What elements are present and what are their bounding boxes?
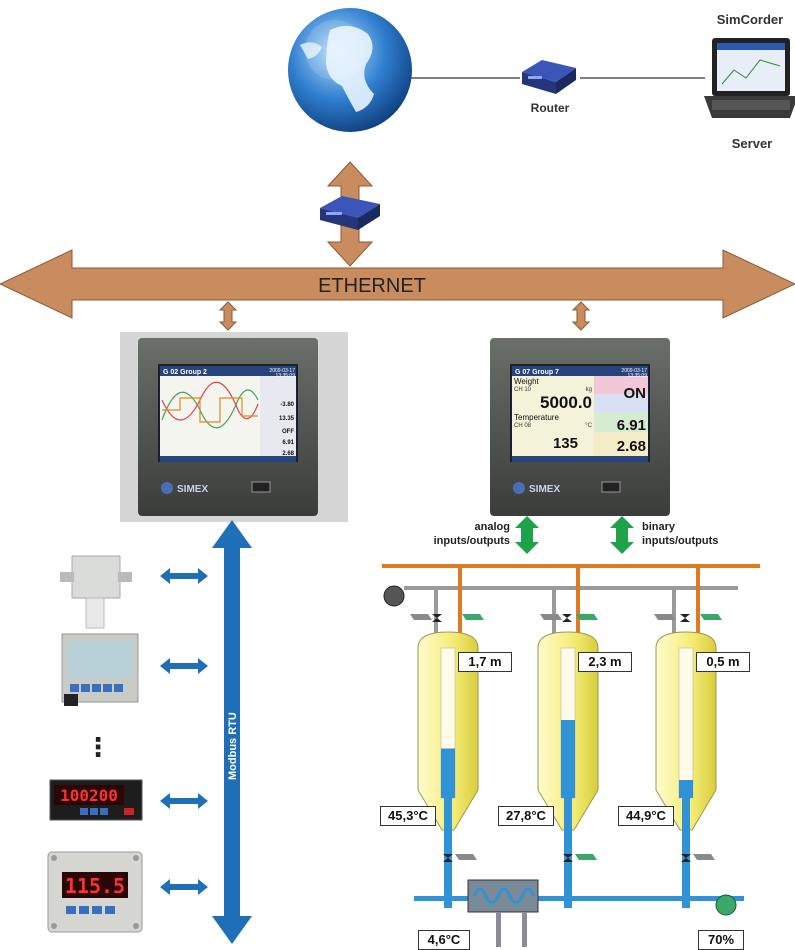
recorder1-header: G 02 Group 2 — [163, 369, 207, 376]
recorder2-ch1-unit: kg — [586, 387, 592, 393]
simcorder-label: SimCorder — [717, 12, 783, 27]
heat-exchanger-icon — [467, 879, 539, 947]
recorder1-time: 13:35:09 — [276, 373, 296, 379]
box-meter-display: 115.5 — [65, 874, 125, 898]
recorder2-ch3-name: Temperature — [514, 413, 559, 422]
device1-arrow — [160, 568, 208, 584]
device4-arrow — [160, 879, 208, 895]
more-devices-ellipsis: ⋮ — [85, 733, 111, 763]
pump-icon — [383, 585, 405, 607]
recorder1-value-3: OFF — [282, 429, 294, 435]
tank-2-liquid — [561, 720, 575, 798]
modbus-rtu-bus-arrow — [212, 520, 252, 944]
outlet-valves — [443, 854, 691, 862]
tank-1-temp-box: 45,3°C — [380, 806, 436, 826]
tank-2-level-box: 2,3 m — [578, 652, 632, 672]
device2-arrow — [160, 658, 208, 674]
usb-port-icon — [251, 481, 271, 493]
recorder-1: G 02 Group 2 2009-03-17 13:35:09 -3.80 1… — [120, 332, 348, 522]
ethernet-label: ETHERNET — [318, 275, 426, 297]
recorder2-ch5-value: 2.68 — [617, 438, 646, 455]
recorder1-value-5: 2.68 — [282, 451, 294, 457]
output-percent-box: 70% — [698, 930, 744, 950]
panel-meter-device — [61, 633, 139, 706]
tank-1 — [410, 568, 484, 908]
recorder2-brand: SIMEX — [529, 484, 560, 495]
usb-port-icon — [601, 481, 621, 493]
tank-2 — [537, 568, 599, 908]
supply-pipe — [404, 586, 738, 590]
recorder-2: G 07 Group 7 2009-03-17 13:35:09 Weight … — [490, 338, 670, 516]
recorder2-ch3-id: CH 08 — [514, 423, 532, 429]
recorder1-value-2: 13.35 — [279, 416, 295, 422]
sensor-junction-box — [60, 555, 132, 629]
tank-3-liquid — [679, 780, 693, 798]
recorder1-value-4: 6.91 — [282, 440, 294, 446]
router-icon — [522, 60, 576, 94]
recorder2-ch3-value: 135 — [553, 435, 578, 452]
internet-globe-icon — [288, 8, 412, 132]
output-pipe — [414, 896, 744, 901]
recorder1-ethernet-arrow — [218, 301, 238, 331]
binary-label-line2: inputs/outputs — [642, 535, 718, 547]
device-arrows — [160, 568, 208, 895]
server-label: Server — [732, 136, 772, 151]
tank-3 — [654, 568, 722, 908]
tank-1-liquid — [441, 748, 455, 798]
recorder2-ch1-value: 5000.0 — [540, 393, 592, 412]
signal-bus-pipe — [382, 564, 760, 568]
tank-3-level-box: 0,5 m — [696, 652, 750, 672]
device3-arrow — [160, 793, 208, 809]
recorder2-ch3-unit: °C — [585, 423, 592, 429]
simex-logo-icon — [161, 482, 173, 494]
recorder2-time: 13:35:09 — [628, 373, 648, 379]
binary-io-arrow — [610, 516, 634, 554]
recorder2-ethernet-arrow — [571, 301, 591, 331]
laptop-server-icon — [704, 38, 795, 118]
tank-1-level-box: 1,7 m — [458, 652, 512, 672]
recorder2-ch1-id: CH 10 — [514, 387, 532, 393]
analog-label-line2: inputs/outputs — [434, 535, 510, 547]
simex-logo-icon — [513, 482, 525, 494]
modbus-label: Modbus RTU — [227, 712, 239, 780]
gateway-router-icon — [320, 196, 380, 230]
recorder2-ch4-value: 6.91 — [617, 417, 646, 434]
analog-io-arrow — [515, 516, 539, 554]
recorder2-ch2-value: ON — [624, 385, 647, 402]
recorder2-ch1-name: Weight — [514, 377, 540, 386]
router-label: Router — [531, 101, 570, 115]
binary-label-line1: binary — [642, 521, 676, 533]
analog-label-line1: analog — [475, 521, 510, 533]
recorder1-brand: SIMEX — [177, 484, 208, 495]
ethernet-bus-arrow — [0, 249, 795, 319]
tank-2-temp-box: 27,8°C — [498, 806, 554, 826]
recorder2-date: 2009-03-17 — [621, 368, 647, 374]
led-panel-meter: 100200 — [49, 779, 143, 821]
recorder2-header: G 07 Group 7 — [515, 369, 559, 376]
tank-3-temp-box: 44,9°C — [618, 806, 674, 826]
boxed-led-meter: 115.5 — [47, 851, 143, 933]
process-plant — [382, 564, 760, 947]
recorder1-value-1: -3.80 — [280, 402, 294, 408]
output-pump-icon — [715, 894, 737, 916]
recorder1-date: 2009-03-17 — [269, 368, 295, 374]
led-meter-display: 100200 — [60, 786, 118, 805]
inlet-temp-box: 4,6°C — [418, 930, 470, 950]
